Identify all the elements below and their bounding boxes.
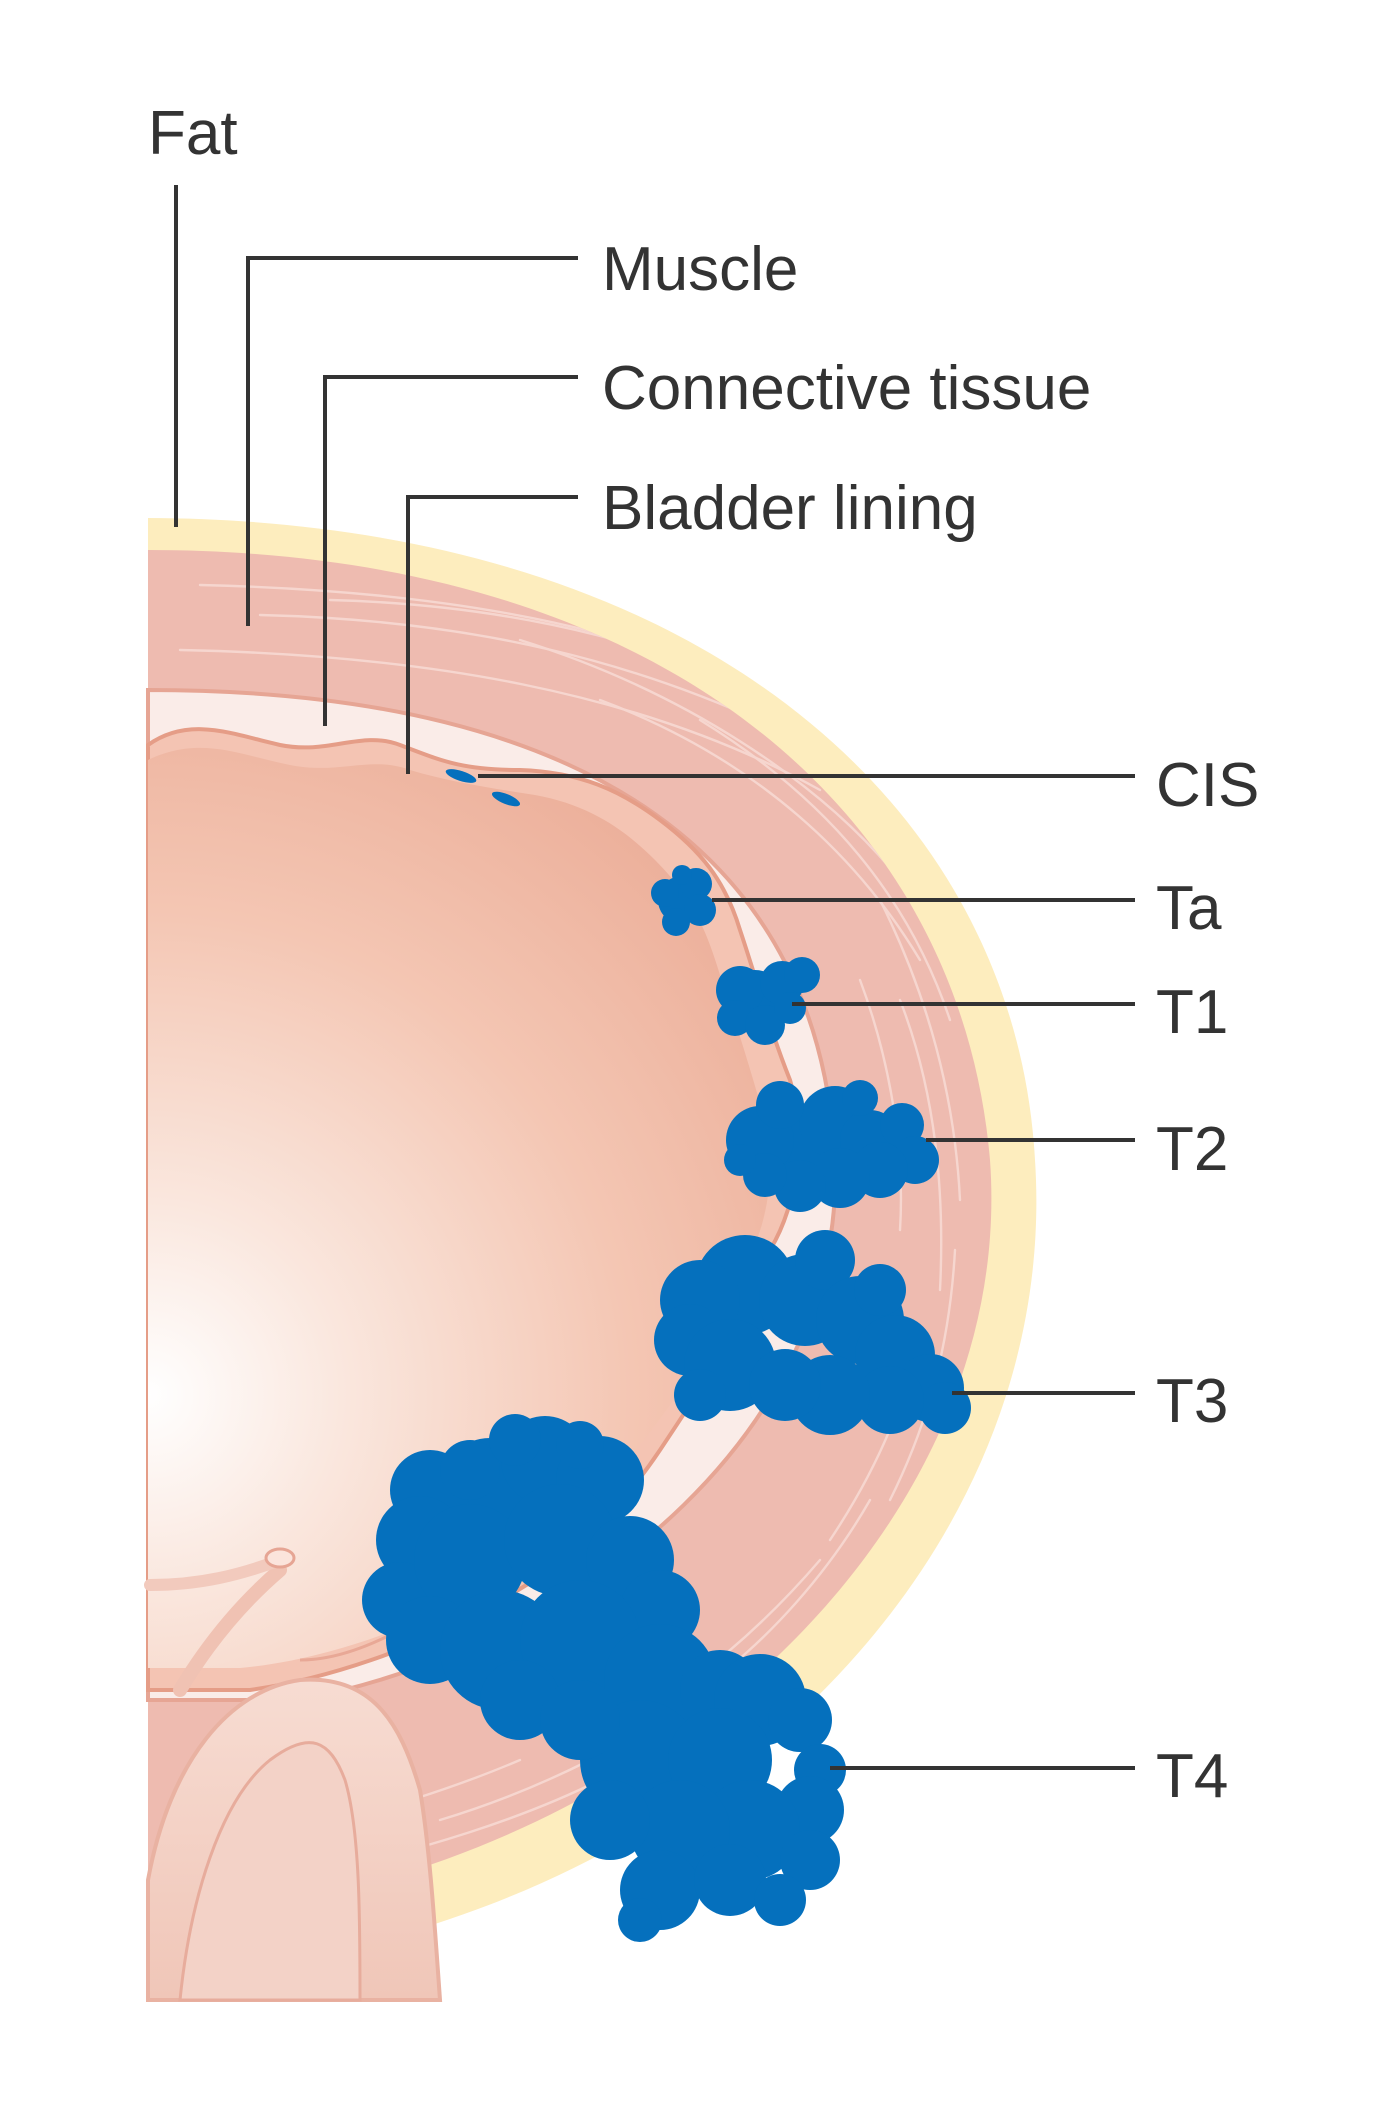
- pelvic-structures: [144, 1547, 443, 2002]
- label-connective-tissue: Connective tissue: [602, 354, 1091, 423]
- ureter-opening: [264, 1547, 296, 1569]
- tumor-cis: [445, 769, 521, 807]
- label-ta: Ta: [1156, 874, 1222, 943]
- label-cis: CIS: [1156, 751, 1259, 820]
- layer-labels: Fat Muscle Connective tissue Bladder lin…: [148, 99, 1091, 543]
- label-t1: T1: [1156, 978, 1228, 1047]
- label-muscle: Muscle: [602, 235, 798, 304]
- stage-labels: CIS Ta T1 T2 T3 T4: [1156, 751, 1259, 1811]
- tumours: [362, 769, 971, 1942]
- tumor-ta: [651, 865, 716, 936]
- tumor-t2: [724, 1080, 939, 1212]
- tumor-t4: [362, 1414, 846, 1942]
- muscle-leader: [246, 256, 578, 626]
- pelvic-floor-inner: [178, 1741, 362, 2002]
- tumor-t3: [654, 1230, 971, 1435]
- tumor-t1: [716, 957, 820, 1045]
- layer-leader-lines: [174, 185, 578, 774]
- ureter-tube: [144, 1554, 286, 1591]
- stage-leader-lines: [478, 774, 1135, 1770]
- label-fat: Fat: [148, 99, 238, 168]
- label-t3: T3: [1156, 1367, 1228, 1436]
- connective-tissue-leader: [323, 375, 578, 726]
- bladder-lining-leader: [406, 495, 578, 774]
- urethra-tube: [173, 1563, 287, 1697]
- label-t4: T4: [1156, 1742, 1228, 1811]
- bladder-lumen: [148, 747, 770, 1668]
- label-t2: T2: [1156, 1115, 1228, 1184]
- lining-fold: [299, 1633, 391, 1662]
- label-bladder-lining: Bladder lining: [602, 474, 978, 543]
